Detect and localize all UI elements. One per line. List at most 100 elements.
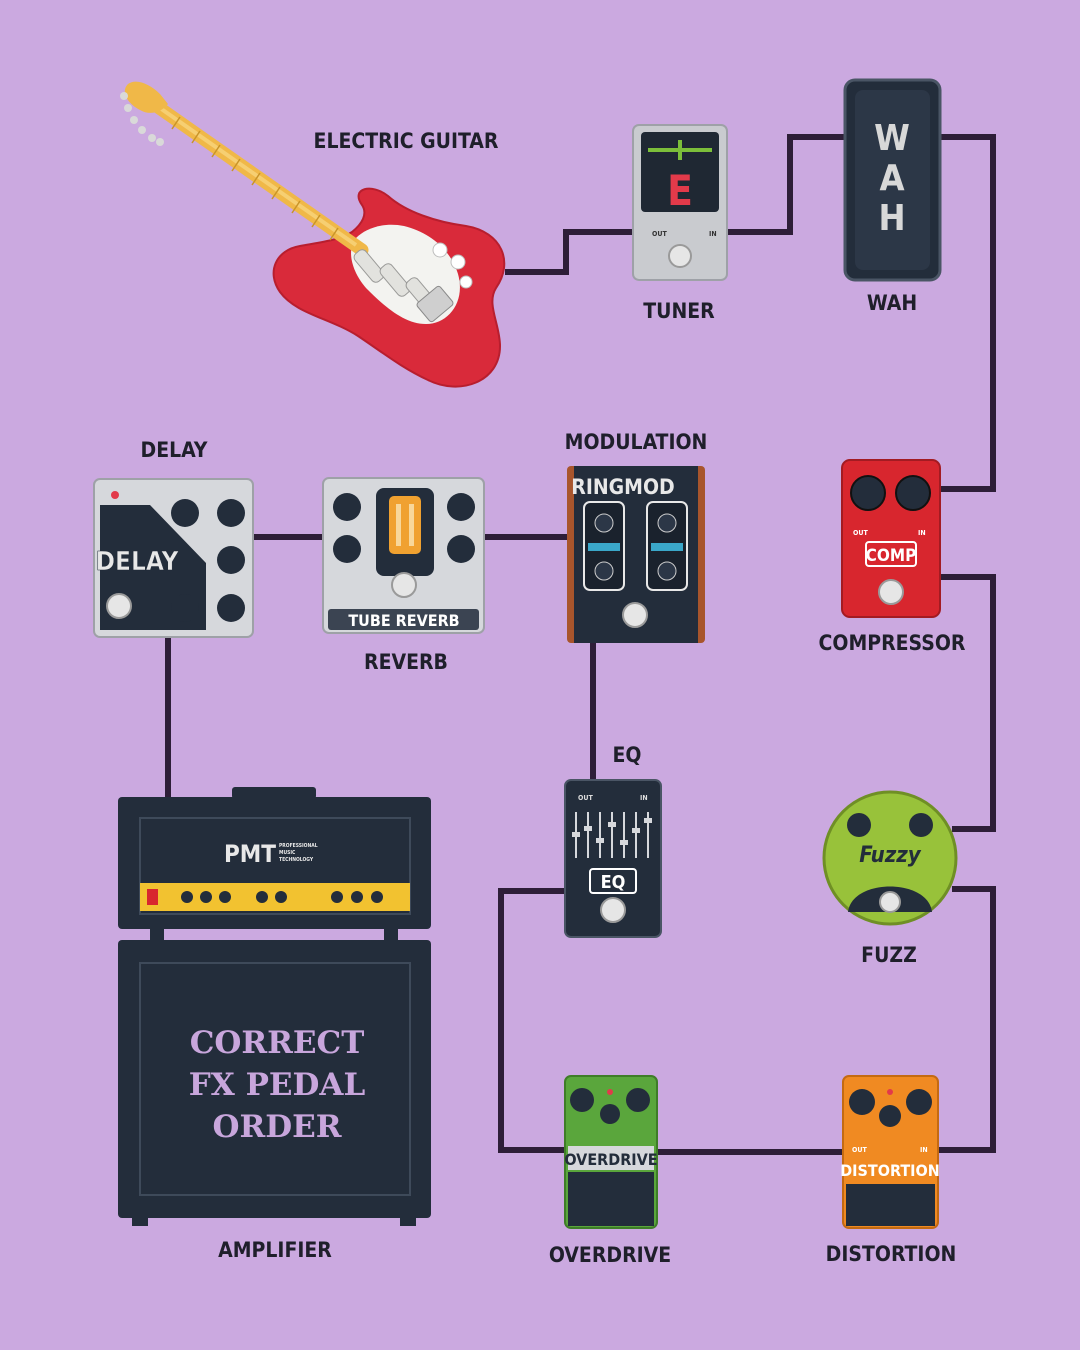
eq-footswitch[interactable] [600,897,626,923]
cable-guitar-tuner [505,229,635,275]
ringmod-knob-1[interactable] [594,513,614,533]
amp-brand-sub-3: TECHNOLOGY [279,857,314,863]
overdrive-knob-2[interactable] [600,1104,620,1124]
overdrive-knob-1[interactable] [570,1088,594,1112]
tuner-in-jack-label: IN [709,230,717,238]
guitar-tuning-pegs [120,92,164,146]
compressor-label: COMPRESSOR [819,631,966,655]
ringmod-knob-2[interactable] [594,561,614,581]
delay-knob-3[interactable] [217,546,245,574]
signal-cables [165,134,996,1155]
distortion-knob-3[interactable] [906,1089,932,1115]
tuner-label: TUNER [643,299,715,323]
ringmod-knob-3[interactable] [657,513,677,533]
tuner-pedal: E OUT IN [632,124,728,281]
amp-speaker-grill [139,962,411,1196]
delay-led [111,491,119,499]
distortion-treadle[interactable] [846,1184,935,1226]
wah-pedal: W A H [843,78,942,282]
tuner-meter [648,140,712,160]
wah-label: WAH [867,291,917,315]
guitar-pickups [353,249,437,311]
guitar-headstock [124,81,168,113]
wah-letter-a: A [879,158,904,199]
reverb-knob-1[interactable] [333,493,361,521]
comp-in-jack-label: IN [918,529,926,537]
tuner-footswitch[interactable] [668,244,692,268]
reverb-knob-4[interactable] [447,535,475,563]
distortion-out-jack-label: OUT [852,1146,867,1154]
ringmod-knob-4[interactable] [657,561,677,581]
amp-title: CORRECT FX PEDAL ORDER [138,1022,416,1148]
guitar-frets [171,116,339,241]
amp-power-switch[interactable] [147,889,158,905]
overdrive-knob-3[interactable] [626,1088,650,1112]
amp-title-line-2: FX PEDAL [188,1067,366,1103]
overdrive-label: OVERDRIVE [549,1243,671,1267]
delay-footswitch[interactable] [106,593,132,619]
ringmod-footswitch[interactable] [622,602,648,628]
delay-name: DELAY [96,547,180,577]
reverb-knob-3[interactable] [447,493,475,521]
eq-out-jack-label: OUT [578,794,593,802]
cable-tuner-wah [727,134,845,235]
reverb-footswitch[interactable] [391,572,417,598]
cable-wah-comp [940,134,996,492]
distortion-pedal: OUT IN DISTORTION [840,1075,940,1229]
modulation-pedal: RINGMOD [567,466,705,643]
distortion-label: DISTORTION [826,1242,957,1266]
cable-comp-fuzz [940,574,996,832]
distortion-name: DISTORTION [840,1161,940,1180]
fuzz-knob-left[interactable] [847,813,871,837]
reverb-pedal: TUBE REVERB [322,477,485,634]
amp-brand-sub-2: MUSIC [279,850,296,856]
comp-knob-left[interactable] [850,475,886,511]
delay-label: DELAY [141,438,208,462]
reverb-knob-2[interactable] [333,535,361,563]
guitar-bridge [416,285,454,323]
distortion-led [887,1089,893,1095]
distortion-knob-2[interactable] [879,1105,901,1127]
electric-guitar [120,81,506,388]
amp-knobs[interactable] [181,891,383,903]
amp-brand-sub-1: PROFESSIONAL [279,843,318,849]
comp-out-jack-label: OUT [853,529,868,537]
fuzz-name: Fuzzy [859,843,922,868]
wah-letter-h: H [878,198,905,239]
eq-label: EQ [613,743,642,767]
guitar-knobs [432,242,473,289]
comp-footswitch[interactable] [878,579,904,605]
ringmod-name: RINGMOD [571,475,674,499]
amp-title-line-1: CORRECT [189,1025,365,1061]
delay-pedal: DELAY [93,478,254,638]
overdrive-led [607,1089,613,1095]
fuzz-footswitch[interactable] [879,891,901,913]
tuner-note: E [667,166,693,215]
reverb-label: REVERB [364,650,448,674]
comp-knob-right[interactable] [895,475,931,511]
guitar-neck [141,93,369,257]
cable-fuzz-distortion [938,886,996,1153]
guitar-label: ELECTRIC GUITAR [314,129,499,153]
amplifier: PMT PROFESSIONAL MUSIC TECHNOLOGY [118,787,431,1226]
ringmod-display-1 [588,543,620,551]
fuzz-knob-right[interactable] [909,813,933,837]
reverb-tube [389,496,421,554]
eq-in-jack-label: IN [640,794,648,802]
delay-knob-4[interactable] [171,594,199,622]
cable-overdrive-eq [498,888,565,1153]
fuzz-pedal: Fuzzy [822,790,958,926]
overdrive-treadle[interactable] [568,1172,654,1226]
delay-knob-2[interactable] [217,499,245,527]
distortion-in-jack-label: IN [920,1146,928,1154]
wah-letter-w: W [874,118,910,159]
delay-knob-5[interactable] [217,594,245,622]
compressor-pedal: OUT IN COMP [841,459,941,618]
distortion-knob-1[interactable] [849,1089,875,1115]
modulation-label: MODULATION [565,430,708,454]
fuzz-label: FUZZ [861,943,917,967]
eq-pedal: OUT IN EQ [564,779,662,938]
delay-knob-1[interactable] [171,499,199,527]
amp-handle [232,787,316,799]
